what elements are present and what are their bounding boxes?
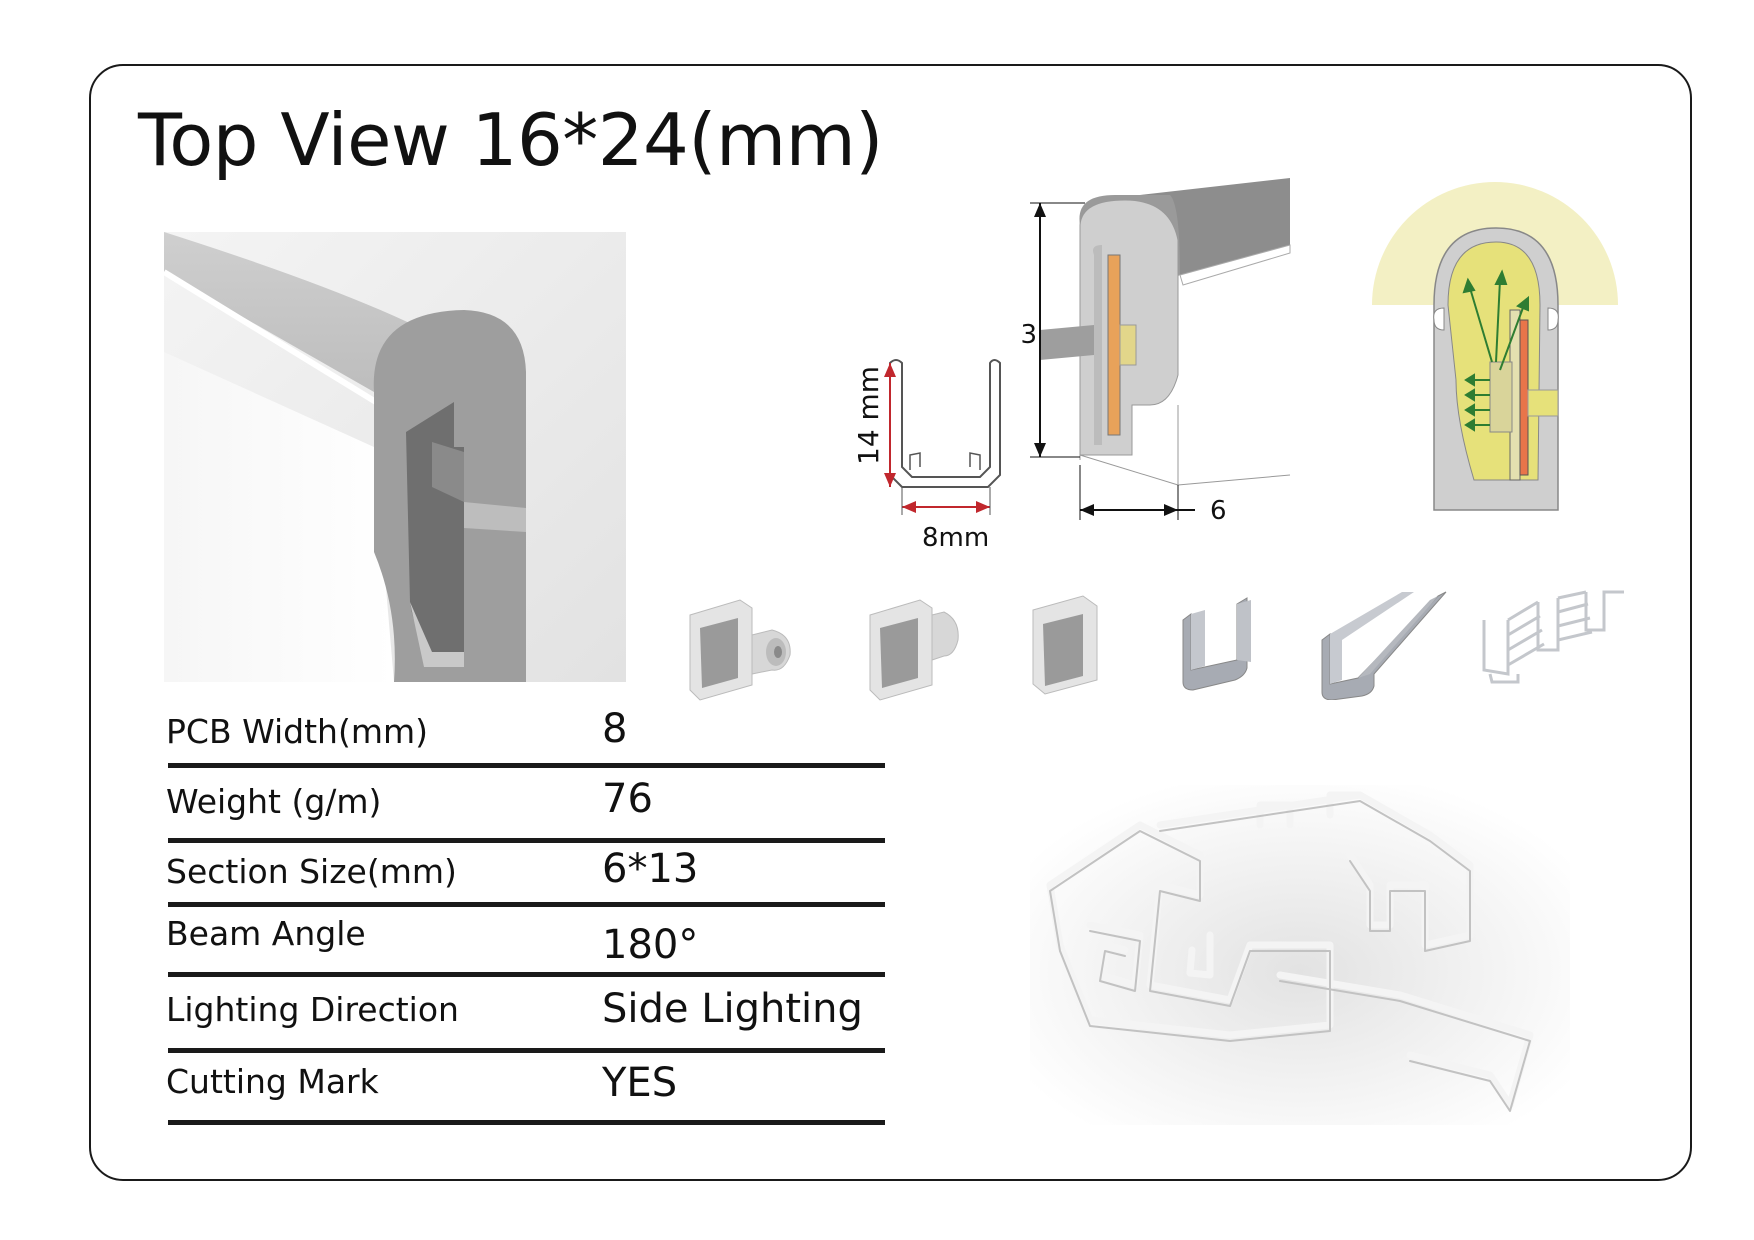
accessory-end-cap-plain <box>1032 595 1098 695</box>
beam-led-strip <box>1519 319 1529 476</box>
profile-dimension-diagram: 13 6 <box>1020 178 1291 526</box>
width-dimension-arrow <box>901 487 991 515</box>
spec-value: 76 <box>602 776 653 822</box>
spec-label: Weight (g/m) <box>166 782 382 821</box>
spec-value: 8 <box>602 706 628 752</box>
spec-value: 6*13 <box>602 846 699 892</box>
spec-label: PCB Width(mm) <box>166 712 428 751</box>
spec-label: Lighting Direction <box>166 990 459 1029</box>
accessory-aluminum-channel <box>1321 591 1447 700</box>
spec-label: Beam Angle <box>166 914 366 953</box>
spec-label: Section Size(mm) <box>166 852 457 891</box>
light-direction-arrows <box>1462 269 1529 432</box>
profile-height-label: 13 <box>1020 320 1037 350</box>
neon-house-illustration <box>1030 785 1570 1125</box>
spec-divider <box>168 1120 885 1125</box>
spec-card <box>89 64 1692 1181</box>
accessory-flexible-channel <box>1482 590 1624 684</box>
spec-divider <box>168 1048 885 1053</box>
spec-value: Side Lighting <box>602 986 863 1032</box>
page-title: Top View 16*24(mm) <box>138 98 883 182</box>
spec-divider <box>168 838 885 843</box>
spec-divider <box>168 902 885 907</box>
channel-height-label: 14 mm <box>852 366 885 465</box>
spec-divider <box>168 763 885 768</box>
profile-width-arrow <box>1079 465 1195 520</box>
profile-width-label: 6 <box>1210 496 1227 526</box>
accessory-end-cap-with-cable <box>689 599 791 701</box>
profile-height-arrow <box>1030 202 1085 458</box>
channel-width-label: 8mm <box>922 523 989 553</box>
led-strip <box>1107 254 1121 436</box>
height-dimension-arrow <box>884 363 896 487</box>
product-3d-image <box>164 232 626 682</box>
spec-value: 180° <box>602 922 699 968</box>
u-channel-outline <box>889 359 1001 488</box>
accessory-mounting-clip <box>1182 597 1251 691</box>
accessory-end-cap-with-plug <box>869 599 959 701</box>
channel-dimension-diagram: 14 mm 8mm <box>852 359 1001 553</box>
spec-value: YES <box>602 1060 678 1106</box>
spec-divider <box>168 972 885 977</box>
beam-angle-diagram <box>1372 182 1618 511</box>
spec-label: Cutting Mark <box>166 1062 379 1101</box>
